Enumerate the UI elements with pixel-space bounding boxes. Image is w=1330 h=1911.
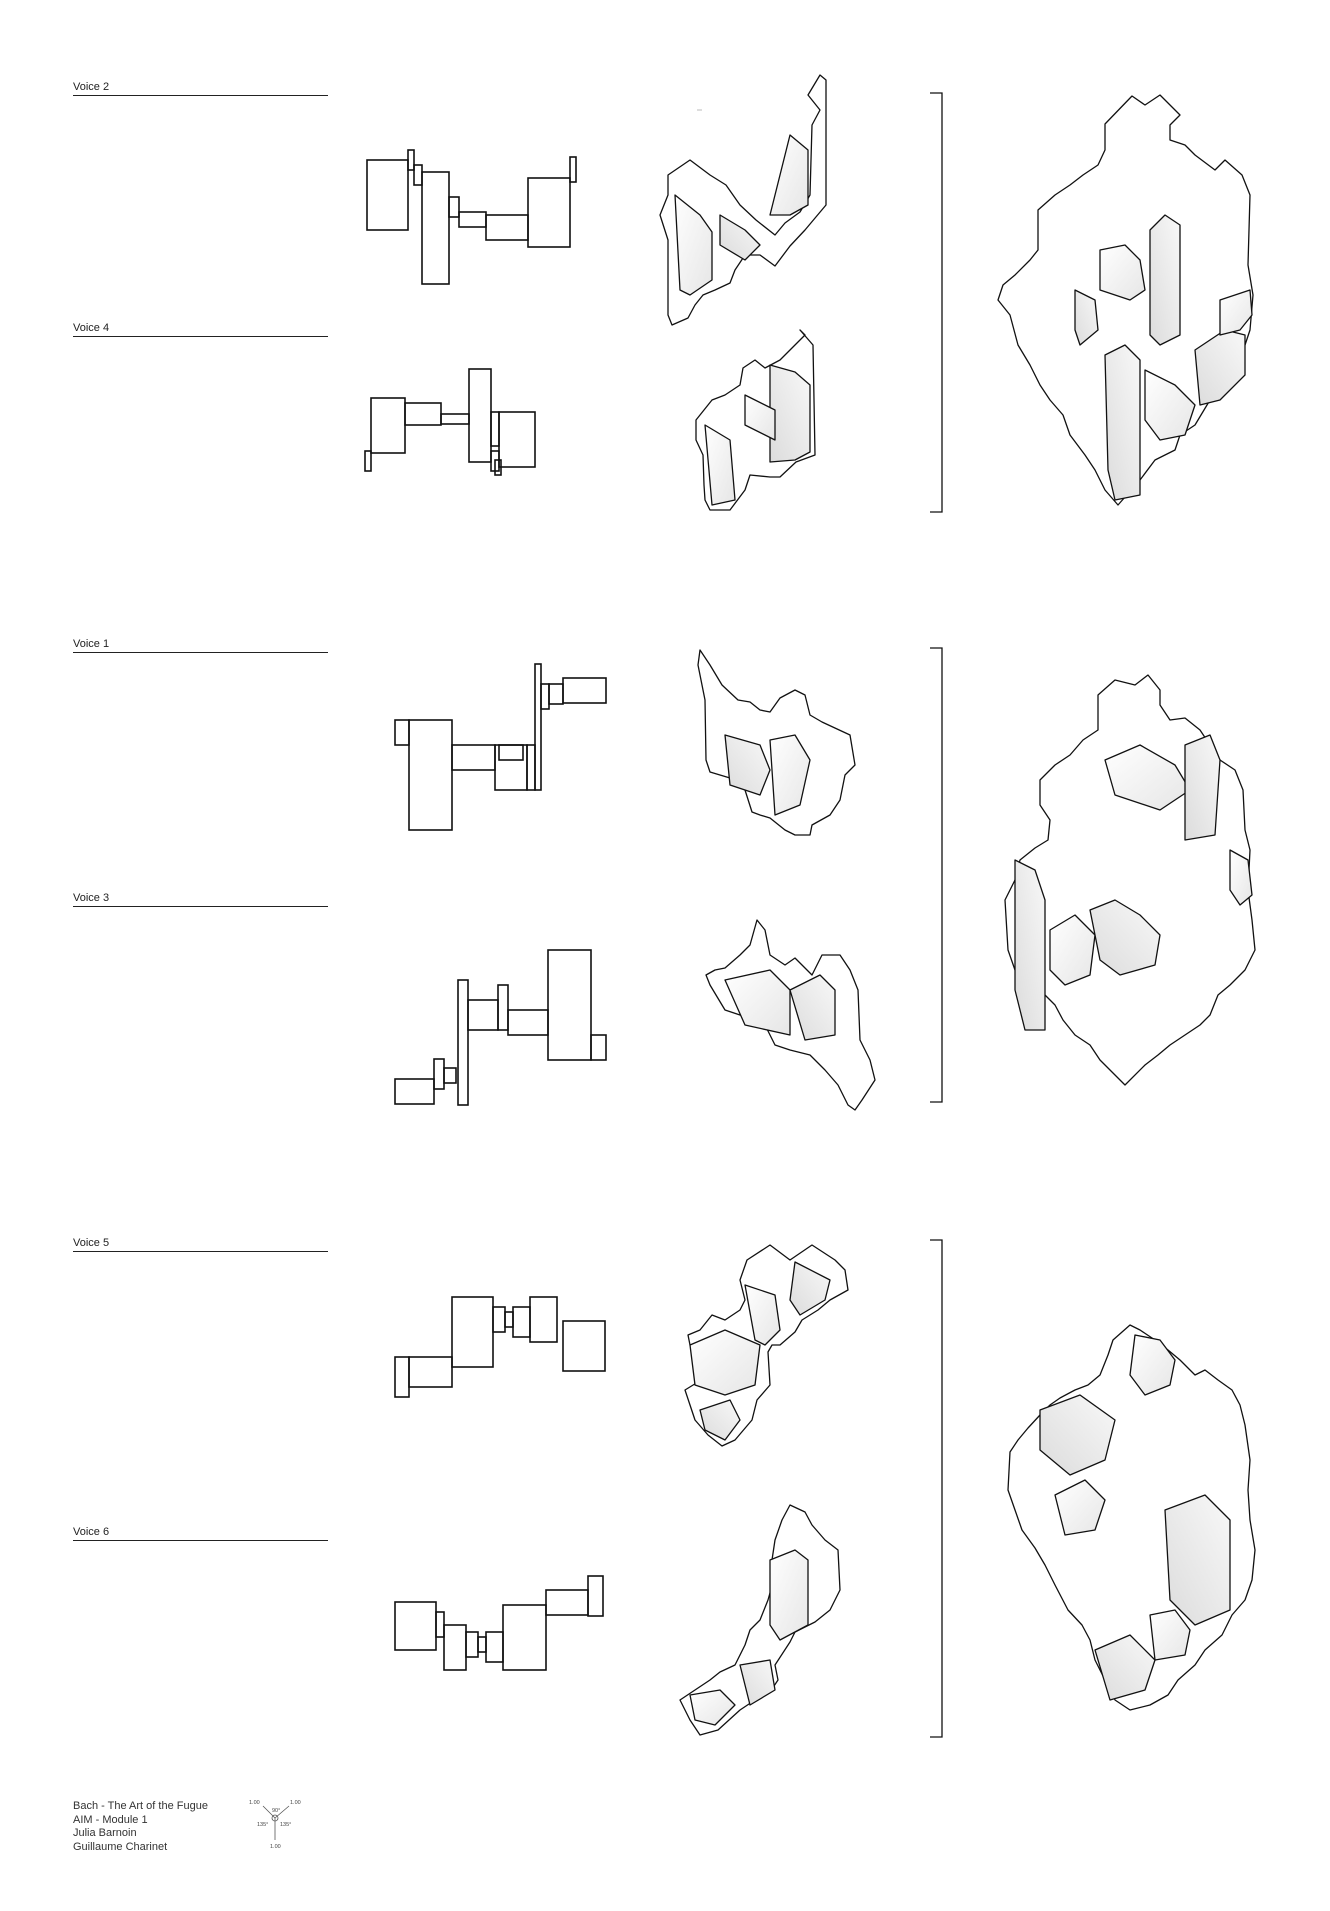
- iso-model-voice-5: [684, 1244, 849, 1447]
- credits-author-1: Julia Barnoin: [73, 1827, 137, 1839]
- plan-voice-6: [394, 1575, 604, 1671]
- iso-composite-voices-1-3: [1004, 674, 1256, 1086]
- plan-voice-1: [394, 663, 607, 831]
- iso-model-voice-1: [697, 649, 856, 836]
- axis-right-scale: 1.00: [290, 1800, 301, 1806]
- plan-voice-4: [364, 368, 536, 476]
- axis-left-scale: 1.00: [249, 1800, 260, 1806]
- plan-voice-5: [394, 1296, 606, 1398]
- axis-right-angle: 135°: [280, 1822, 291, 1828]
- plan-voice-3: [394, 949, 607, 1106]
- voice-label-5: Voice 5: [73, 1237, 328, 1252]
- voice-label-2: Voice 2: [73, 81, 328, 96]
- plan-voice-2: [366, 149, 577, 285]
- iso-composite-voices-5-6: [1007, 1324, 1256, 1711]
- axis-legend-icon: 1.00 1.00 90° 135° 135° 1.00: [249, 1800, 301, 1850]
- credits-title: Bach - The Art of the Fugue: [73, 1800, 208, 1812]
- axis-bottom-scale: 1.00: [270, 1844, 281, 1850]
- iso-model-voice-2: [659, 74, 827, 326]
- credits-author-2: Guillaume Charinet: [73, 1840, 168, 1853]
- axis-top-angle: 90°: [272, 1808, 280, 1814]
- iso-model-voice-6: [679, 1504, 841, 1736]
- iso-model-voice-3: [705, 919, 876, 1111]
- bracket-group-1: [930, 92, 943, 513]
- bracket-group-3: [930, 1239, 943, 1738]
- credits-module: AIM - Module 1: [73, 1813, 148, 1826]
- axis-left-angle: 135°: [257, 1822, 268, 1828]
- iso-model-voice-4: [695, 329, 816, 511]
- voice-label-4: Voice 4: [73, 322, 328, 337]
- iso-composite-voices-2-4: [997, 94, 1254, 506]
- bracket-group-2: [930, 647, 943, 1103]
- credits-block: Bach - The Art of the Fugue AIM - Module…: [73, 1800, 208, 1854]
- voice-label-1: Voice 1: [73, 638, 328, 653]
- voice-label-6: Voice 6: [73, 1526, 328, 1541]
- voice-label-3: Voice 3: [73, 892, 328, 907]
